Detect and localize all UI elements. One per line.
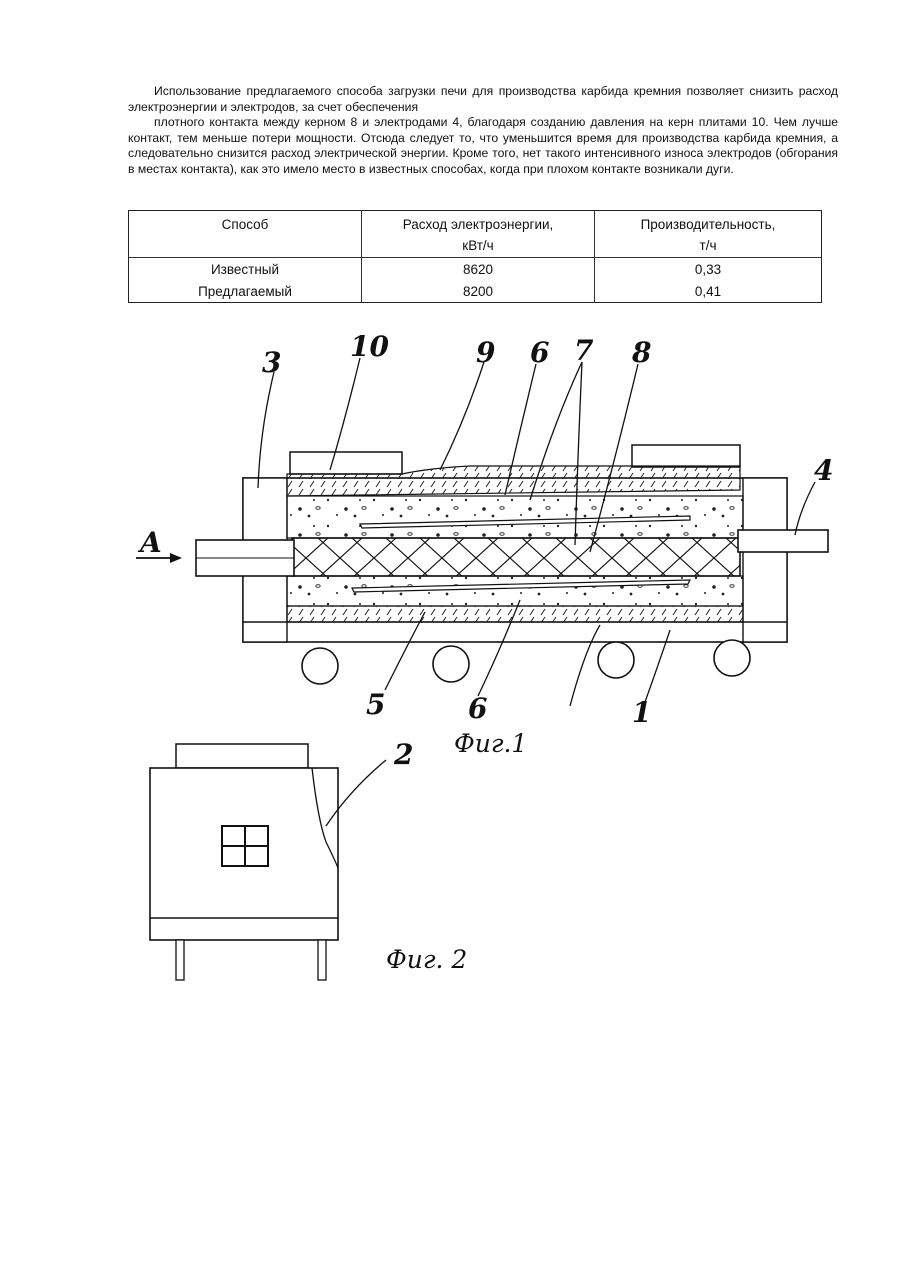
- label-7: 7: [574, 334, 594, 367]
- top-plate: [176, 744, 308, 768]
- figure-2-caption: Фиг. 2: [386, 945, 467, 974]
- figure-1: 3 10 9 6 7 8 4 A 5 6 1 Фиг.1: [136, 330, 833, 758]
- leg-left: [176, 940, 184, 980]
- label-6-top: 6: [530, 336, 549, 369]
- label-9: 9: [476, 336, 495, 369]
- end-wall-right: [743, 478, 787, 642]
- figure-1-caption: Фиг.1: [454, 729, 527, 758]
- label-2: 2: [393, 738, 413, 771]
- label-8: 8: [631, 336, 651, 369]
- figure-2: 2 Фиг. 2: [150, 738, 467, 980]
- electrode-right: [738, 530, 828, 552]
- core: [292, 538, 740, 576]
- label-5: 5: [366, 688, 385, 721]
- label-A: A: [137, 526, 162, 559]
- wheel: [302, 648, 338, 684]
- wheel: [598, 642, 634, 678]
- pressure-plate-right: [632, 445, 740, 467]
- leg-right: [318, 940, 326, 980]
- wheel: [714, 640, 750, 676]
- label-1: 1: [632, 696, 651, 729]
- wheel: [433, 646, 469, 682]
- label-10: 10: [350, 330, 389, 363]
- label-4: 4: [814, 454, 833, 487]
- label-3: 3: [262, 346, 281, 379]
- pressure-plate-left: [290, 452, 402, 474]
- label-6-bottom: 6: [468, 692, 487, 725]
